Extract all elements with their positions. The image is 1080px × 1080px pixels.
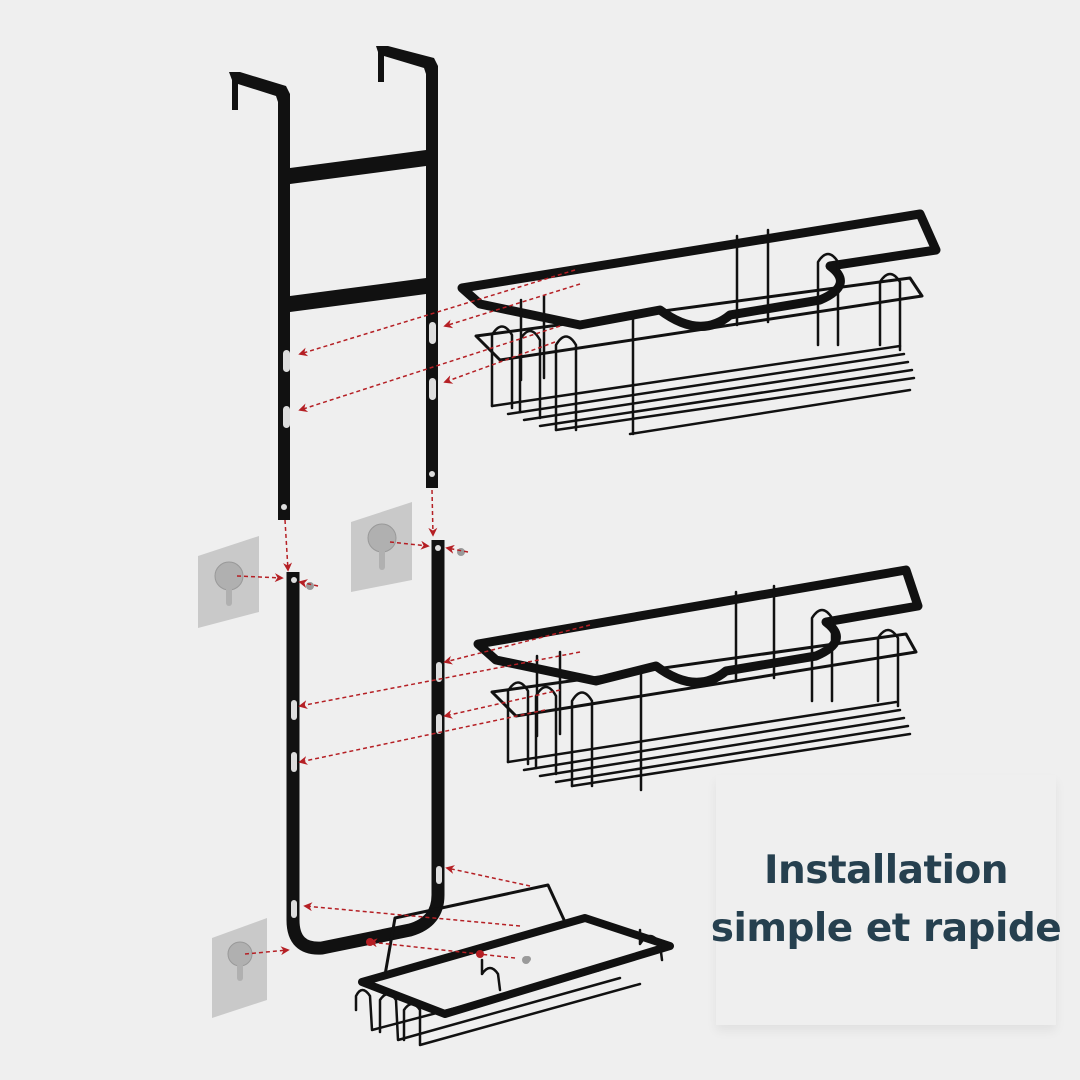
screw-icons [306,548,530,964]
top-basket [457,209,941,436]
assembly-arrows [236,269,591,959]
adhesive-hook-1 [198,536,259,628]
upper-door-hanger-frame [229,46,438,520]
bottom-soap-tray [354,883,674,1047]
caption-line-2: simple et rapide [710,906,1062,951]
adhesive-hook-2 [351,502,412,592]
caption-line-1: Installation [763,848,1009,893]
lower-u-frame [286,540,445,955]
middle-basket [473,565,923,792]
adhesive-hook-3 [212,918,267,1018]
caption-box: Installation simple et rapide [711,775,1062,1025]
